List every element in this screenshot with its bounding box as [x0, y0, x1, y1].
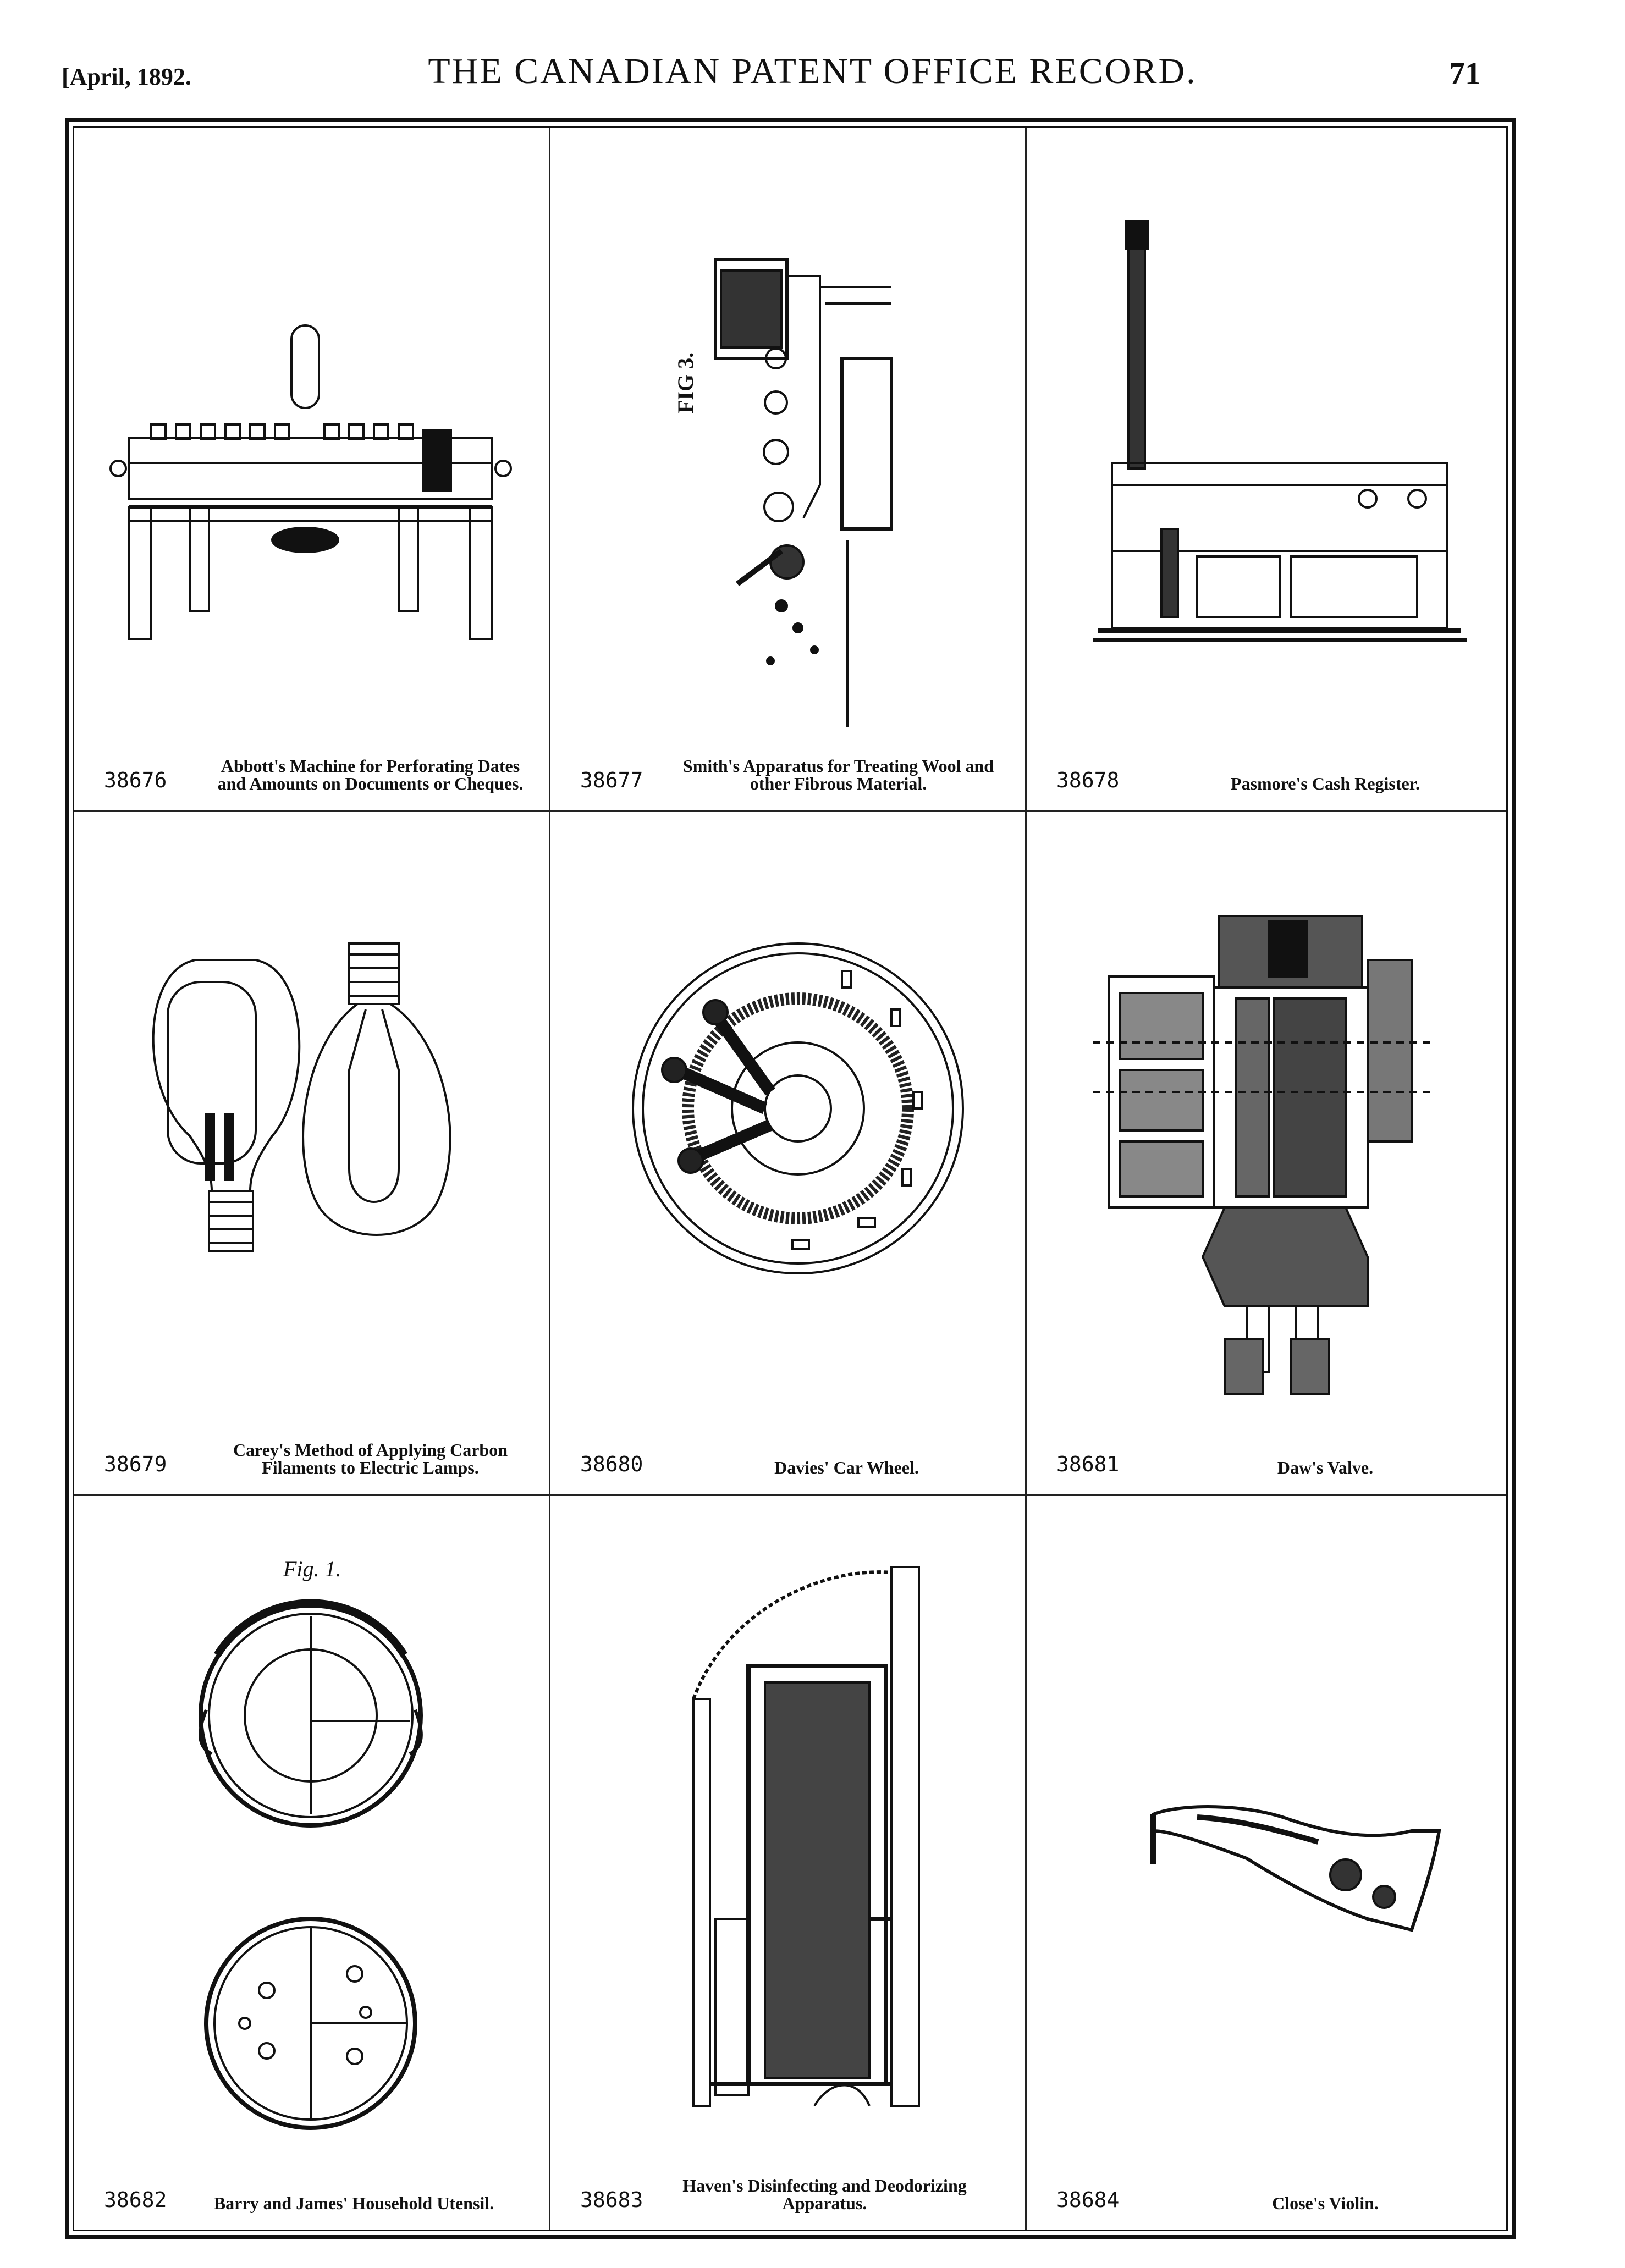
patent-entry: Fig. 1. 38682 Barry and	[74, 1496, 550, 2230]
page-number: 71	[1449, 56, 1481, 91]
valve-drawing-icon	[1060, 861, 1467, 1411]
patent-title: Daw's Valve.	[1277, 1458, 1374, 1477]
patent-number: 38678	[1056, 768, 1120, 792]
violin-drawing-icon	[1060, 1545, 1467, 2095]
patent-number: 38676	[104, 768, 167, 792]
publication-title: THE CANADIAN PATENT OFFICE RECORD.	[428, 51, 1197, 91]
patent-title: Barry and James' Household Utensil.	[213, 2193, 494, 2213]
caption: 38683 Haven's Disinfecting and Deodorizi…	[575, 2150, 1014, 2216]
caption: 38681 Daw's Valve.	[1051, 1415, 1495, 1481]
caption: 38684 Close's Violin.	[1051, 2150, 1495, 2216]
patent-number: 38679	[104, 1452, 167, 1476]
patent-title: Smith's Apparatus for Treating Wool and …	[682, 756, 994, 793]
inner-border	[73, 126, 1508, 2231]
electric-lamps-drawing-icon	[107, 861, 514, 1411]
patent-number: 38680	[580, 1452, 643, 1476]
disinfecting-apparatus-drawing-icon	[583, 1534, 990, 2155]
patent-number: 38684	[1056, 2188, 1120, 2212]
patent-title: Abbott's Machine for Perforating Dates a…	[217, 756, 524, 793]
patent-entry: 38678 Pasmore's Cash Register.	[1027, 128, 1506, 812]
car-wheel-drawing-icon	[583, 861, 990, 1411]
caption: 38678 Pasmore's Cash Register.	[1051, 731, 1495, 797]
patent-number: 38677	[580, 768, 643, 792]
caption: 38682 Barry and James' Household Utensil…	[98, 2150, 538, 2216]
patent-entry: 38684 Close's Violin.	[1027, 1496, 1506, 2230]
patent-number: 38683	[580, 2188, 643, 2212]
caption: 38676 Abbott's Machine for Perforating D…	[98, 731, 538, 797]
issue-date: [April, 1892.	[62, 63, 191, 90]
patent-number: 38681	[1056, 1452, 1120, 1476]
patent-entry: 38681 Daw's Valve.	[1027, 812, 1506, 1496]
patent-title: Close's Violin.	[1272, 2193, 1379, 2213]
outer-border	[65, 118, 1516, 2239]
cash-register-drawing-icon	[1060, 177, 1467, 727]
household-utensil-drawing-icon	[107, 1572, 514, 2150]
patent-title: Haven's Disinfecting and Deodorizing App…	[682, 2176, 967, 2213]
caption: 38680 Davies' Car Wheel.	[575, 1415, 1014, 1481]
patent-title: Pasmore's Cash Register.	[1231, 774, 1420, 793]
wool-apparatus-drawing-icon	[583, 177, 990, 727]
patent-grid: 38676 Abbott's Machine for Perforating D…	[74, 128, 1506, 2230]
patent-entry: 38683 Haven's Disinfecting and Deodorizi…	[550, 1496, 1027, 2230]
patent-entry: 38679 Carey's Method of Applying Carbon …	[74, 812, 550, 1496]
perforating-machine-drawing-icon	[107, 177, 514, 727]
patent-title: Carey's Method of Applying Carbon Filame…	[233, 1440, 508, 1477]
caption: 38677 Smith's Apparatus for Treating Woo…	[575, 731, 1014, 797]
caption: 38679 Carey's Method of Applying Carbon …	[98, 1415, 538, 1481]
patent-entry: FIG 3. 38677 Smith's Apparatus for Treat…	[550, 128, 1027, 812]
figure-label: Fig. 1.	[283, 1557, 341, 1581]
page-header: [April, 1892. THE CANADIAN PATENT OFFICE…	[0, 51, 1625, 100]
patent-entry: 38676 Abbott's Machine for Perforating D…	[74, 128, 550, 812]
figure-label: FIG 3.	[673, 352, 698, 413]
patent-entry: 38680 Davies' Car Wheel.	[550, 812, 1027, 1496]
patent-number: 38682	[104, 2188, 167, 2212]
patent-title: Davies' Car Wheel.	[774, 1458, 919, 1477]
